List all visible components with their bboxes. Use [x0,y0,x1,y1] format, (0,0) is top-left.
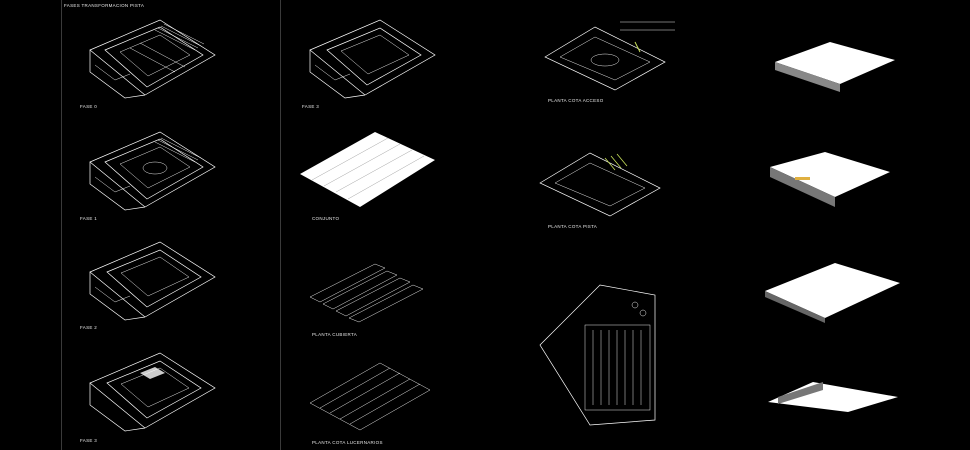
planta-pista-axon [539,152,661,217]
render-1 [775,42,895,92]
planta-cubierta [309,263,424,323]
phase-axon-1 [89,131,216,211]
col3-label-1: PLANTA COTA PISTA [548,224,598,229]
divider-mid [280,0,281,450]
planta-lucernarios [309,362,431,431]
sheet-title: FASES TRANSFORMACION PISTA [64,3,145,8]
phase-axon-3 [89,352,216,432]
render-4 [768,382,898,412]
col2-label-0: FASE 3 [302,104,320,109]
planta-acceso-axon [544,21,675,91]
phase-label-2: FASE 2 [80,325,98,330]
phase-axon-2 [89,241,216,321]
col2-label-3: PLANTA COTA LUCERNARIOS [312,440,383,445]
col2-label-1: CONJUNTO [312,216,340,221]
phase-label-1: FASE 1 [80,216,98,221]
phase-label-3: FASE 3 [80,438,98,443]
conjunto-volume [300,132,435,207]
phase-label-0: FASE 0 [80,104,98,109]
render-3 [765,263,900,323]
phase-axon-0 [89,19,216,99]
col2-label-2: PLANTA CUBIERTA [312,332,358,337]
fase3-axon [309,19,436,99]
render-2 [770,152,890,207]
site-plan [539,284,656,426]
divider-left [61,0,62,450]
col3-label-0: PLANTA COTA ACCESO [548,98,604,103]
